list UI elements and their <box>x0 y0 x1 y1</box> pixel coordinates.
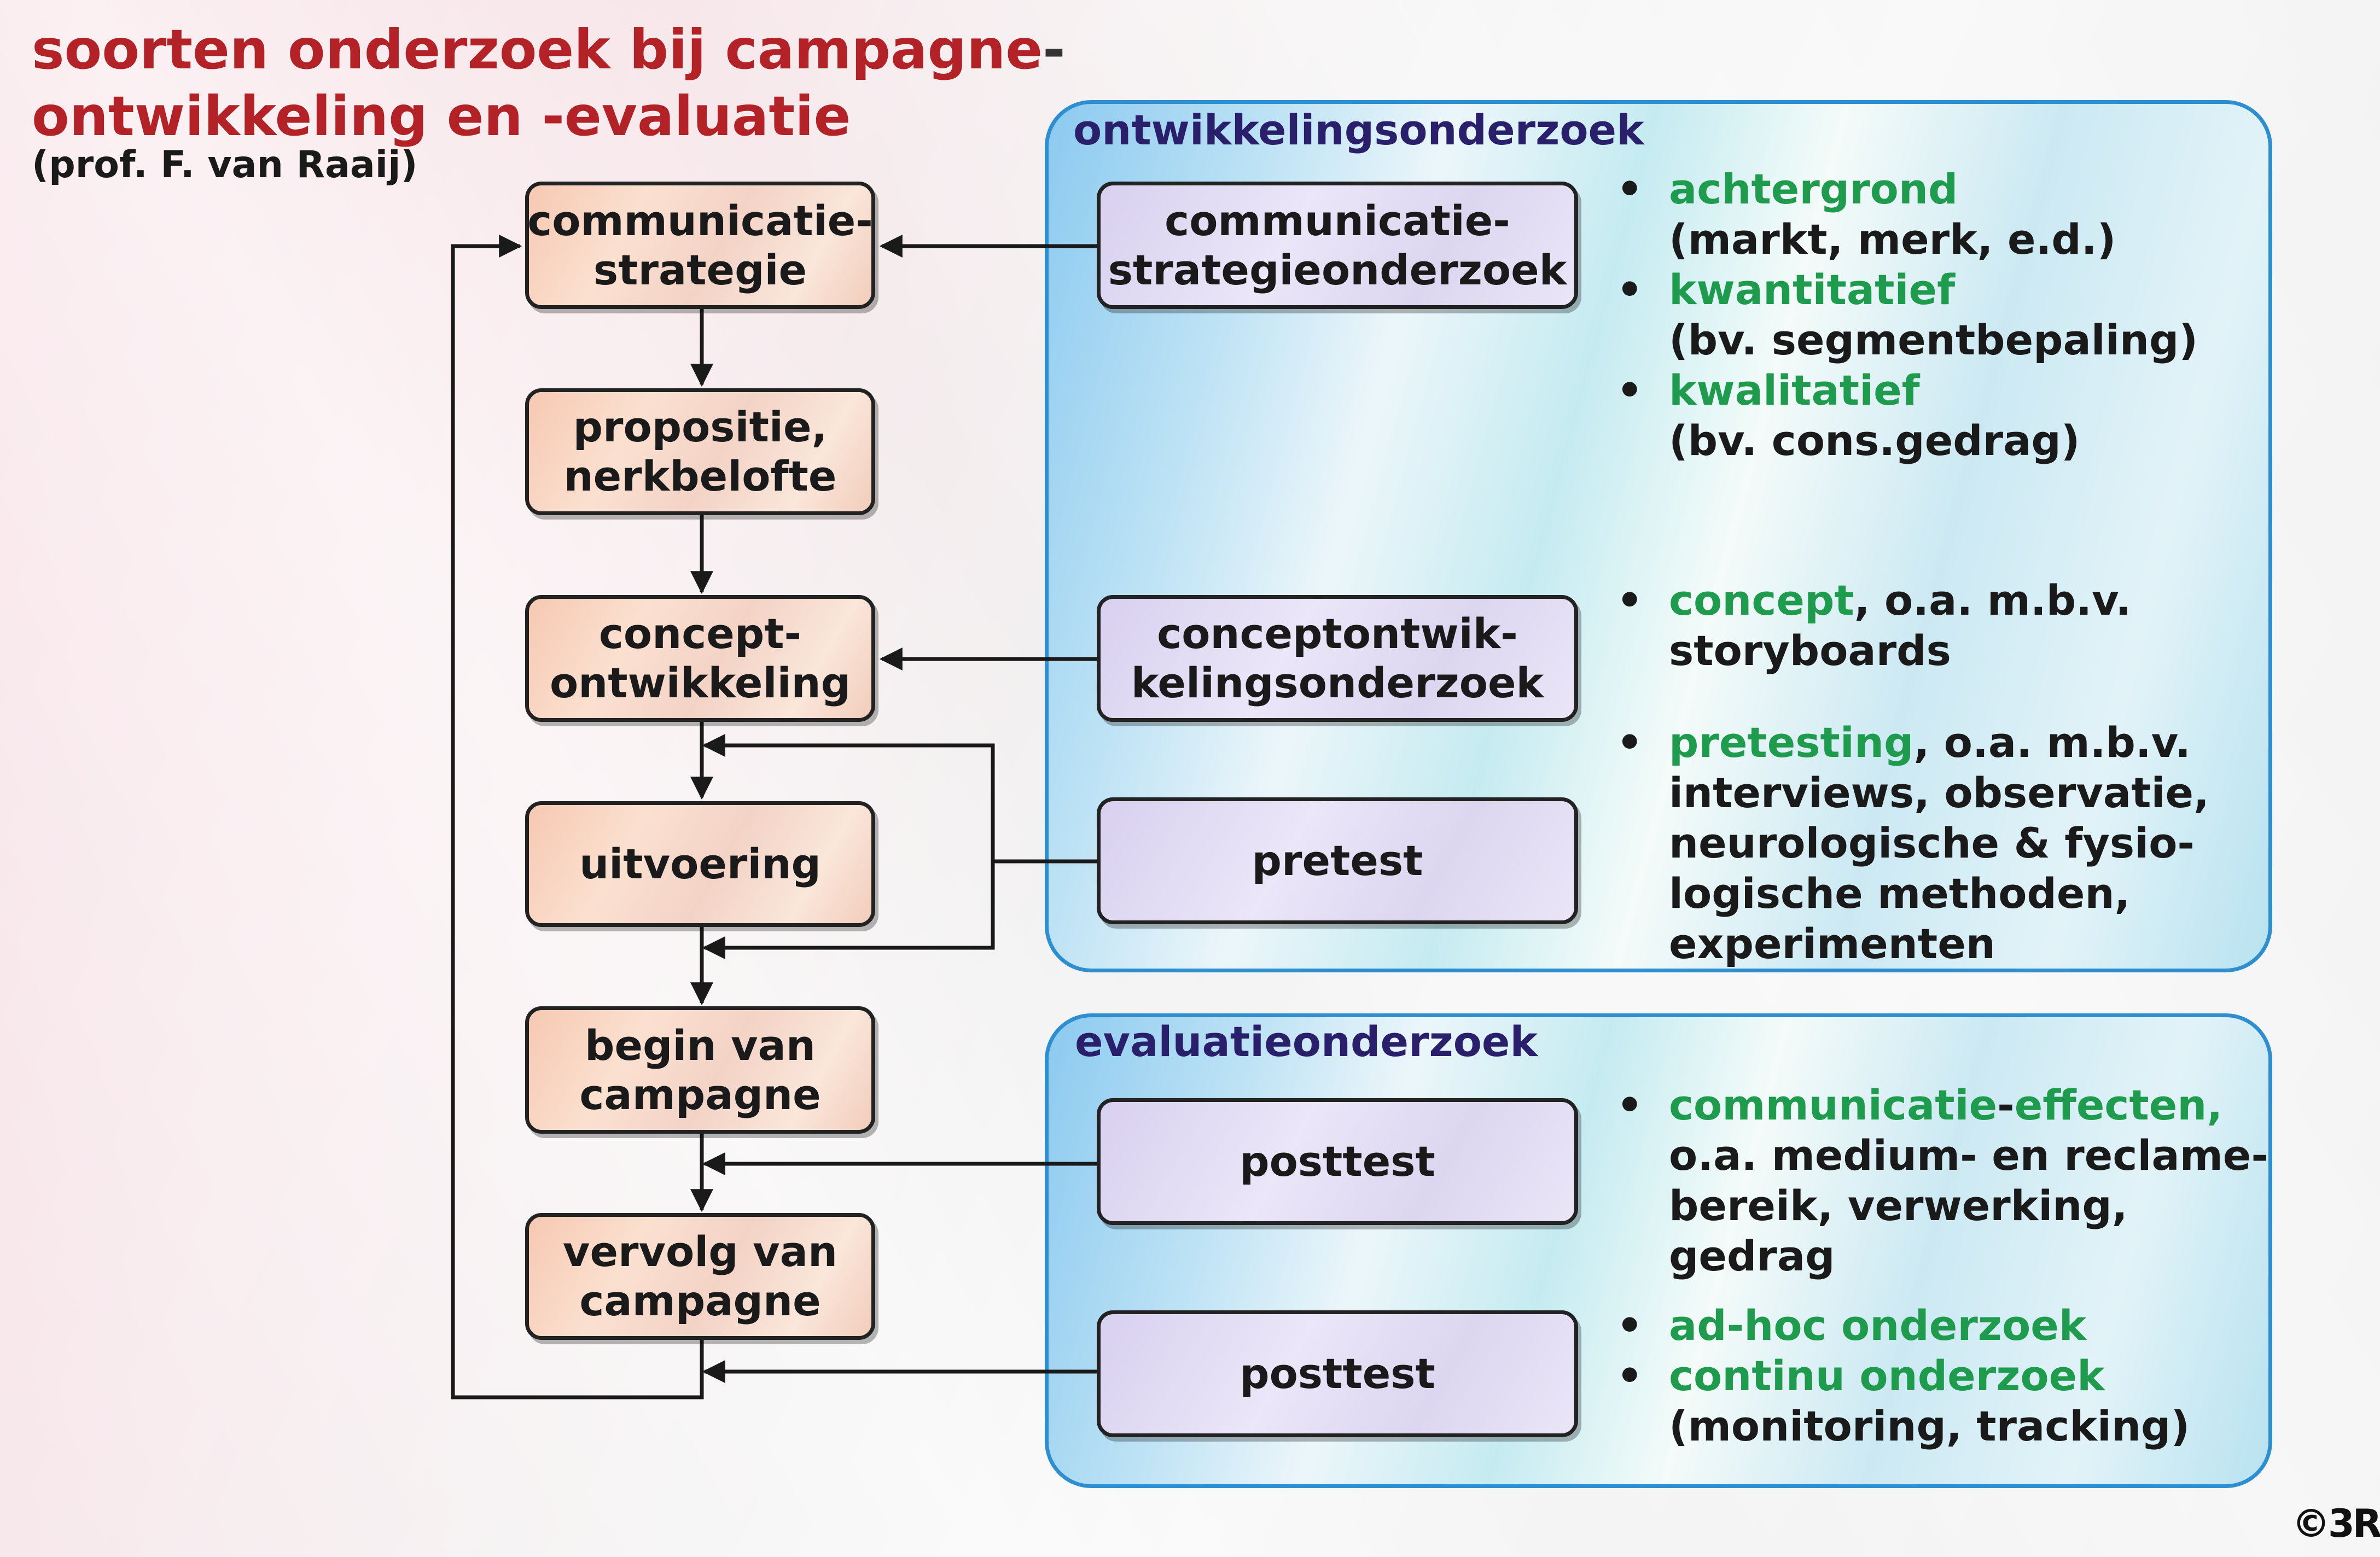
notes-communication-effects: communicatie-effecten,o.a. medium- en re… <box>1616 1080 2268 1281</box>
step-vervolg-van-campagne: vervolg van campagne <box>525 1213 875 1340</box>
note-item: pretesting, o.a. m.b.v.interviews, obser… <box>1616 718 2209 969</box>
note-item: kwalitatief(bv. cons.gedrag) <box>1616 365 2198 466</box>
research-label: communicatie- strategieonderzoek <box>1108 196 1567 294</box>
research-posttest-1: posttest <box>1097 1098 1578 1225</box>
copyright-logo: ©3R <box>2292 1501 2380 1546</box>
note-item: ad-hoc onderzoek <box>1616 1301 2190 1351</box>
page-subtitle: (prof. F. van Raaij) <box>32 143 418 186</box>
title-line-1: soorten onderzoek bij campagne <box>32 18 1043 81</box>
step-label: uitvoering <box>579 839 821 888</box>
notes-research-types: ad-hoc onderzoek continu onderzoek(monit… <box>1616 1301 2190 1451</box>
title-hyphen: - <box>1043 18 1066 81</box>
step-label: concept- ontwikkeling <box>549 609 851 707</box>
notes-pretest: pretesting, o.a. m.b.v.interviews, obser… <box>1616 718 2209 969</box>
step-label: begin van campagne <box>579 1020 821 1119</box>
research-pretest: pretest <box>1097 797 1578 924</box>
note-item: concept, o.a. m.b.v.storyboards <box>1616 575 2131 676</box>
research-communicatie-strategieonderzoek: communicatie- strategieonderzoek <box>1097 182 1578 309</box>
step-communicatie-strategie: communicatie- strategie <box>525 182 875 309</box>
development-panel-title: ontwikkelingsonderzoek <box>1073 106 1644 154</box>
research-conceptontwikkelingsonderzoek: conceptontwik- kelingsonderzoek <box>1097 595 1578 722</box>
pretest-arrow-down <box>702 861 995 959</box>
page-title: soorten onderzoek bij campagne- ontwikke… <box>32 16 1071 150</box>
step-label: propositie, nerkbelofte <box>563 403 837 500</box>
title-line-2: ontwikkeling en -evaluatie <box>32 84 851 148</box>
research-label: pretest <box>1252 836 1423 885</box>
research-label: posttest <box>1240 1349 1435 1398</box>
pretest-arrow-up <box>702 734 995 861</box>
note-item: continu onderzoek(monitoring, tracking) <box>1616 1351 2190 1451</box>
feedback-loop-arrow <box>451 235 704 1399</box>
note-item: kwantitatief(bv. segmentbepaling) <box>1616 265 2198 365</box>
step-concept-ontwikkeling: concept- ontwikkeling <box>525 595 875 722</box>
research-label: posttest <box>1240 1137 1435 1186</box>
notes-strategy-research: achtergrond(markt, merk, e.d.) kwantitat… <box>1616 164 2198 466</box>
step-propositie: propositie, nerkbelofte <box>525 388 875 515</box>
evaluation-panel-title: evaluatieonderzoek <box>1075 1017 1538 1066</box>
step-uitvoering: uitvoering <box>525 801 875 927</box>
research-label: conceptontwik- kelingsonderzoek <box>1131 609 1544 707</box>
step-label: vervolg van campagne <box>562 1227 838 1325</box>
note-item: communicatie-effecten,o.a. medium- en re… <box>1616 1080 2268 1281</box>
notes-concept-research: concept, o.a. m.b.v.storyboards <box>1616 575 2131 676</box>
note-item: achtergrond(markt, merk, e.d.) <box>1616 164 2198 265</box>
step-label: communicatie- strategie <box>527 196 873 294</box>
step-begin-van-campagne: begin van campagne <box>525 1006 875 1134</box>
research-posttest-2: posttest <box>1097 1310 1578 1437</box>
